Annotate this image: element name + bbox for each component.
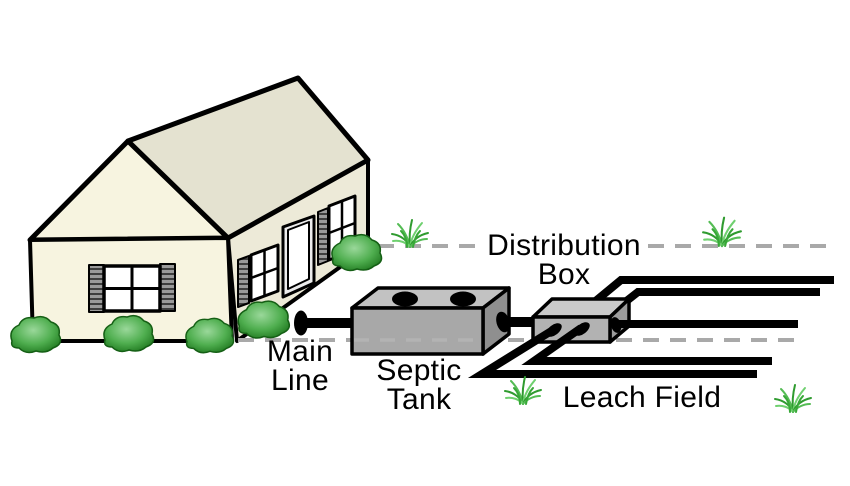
septic-tank-label: Septic Tank: [359, 354, 479, 416]
main-line-label: Main Line: [240, 335, 360, 397]
tank-manhole-opening: [392, 291, 418, 307]
front-door: [281, 214, 316, 299]
window-shutter-icon: [317, 207, 329, 266]
septic-tank-label-line2: Tank: [386, 383, 452, 416]
distribution-box-label-line1: Distribution: [482, 231, 646, 261]
leach-lateral-pipe-1: [589, 276, 834, 308]
house: [27, 75, 371, 343]
leach-field-label-text: Leach Field: [562, 381, 722, 414]
leach-lateral-pipe-5: [467, 326, 757, 378]
main-line-label-line1: Main: [266, 335, 334, 368]
box-outlet-port: [610, 317, 622, 333]
tank-manhole-opening: [450, 291, 476, 307]
grass-icon: [774, 384, 812, 413]
window-mullion: [328, 221, 356, 235]
tank-outlet-port: [496, 311, 510, 333]
leach-field-label: Leach Field: [532, 381, 752, 414]
distribution-box-label: Distribution Box: [464, 231, 664, 291]
leach-lateral-pipe-4: [521, 324, 772, 365]
distribution-box-label-line2: Box: [537, 258, 591, 291]
door-panel: [287, 221, 310, 290]
window-mullion: [250, 266, 279, 280]
box-outlet-port: [546, 323, 562, 337]
bush-icon: [10, 315, 62, 354]
house-roof: [125, 75, 371, 241]
main-line-label-line2: Line: [271, 364, 329, 397]
pipe-end-cap: [294, 310, 308, 336]
grass-icon: [391, 219, 429, 248]
leach-lateral-pipe-2: [603, 288, 820, 321]
grass-icon: [702, 216, 742, 248]
tank-front-face: [350, 306, 485, 356]
box-outlet-port: [574, 322, 590, 336]
leach-lateral-pipes-lower: [467, 320, 798, 378]
main-line-pipe: [294, 310, 358, 336]
side-window-1: [237, 243, 280, 308]
window-shutter-icon: [88, 264, 105, 313]
septic-tank-label-line1: Septic: [376, 354, 462, 387]
septic-tank: [350, 286, 511, 356]
front-window: [88, 263, 176, 313]
window-shutter-icon: [237, 255, 250, 308]
window-shutter-icon: [159, 263, 176, 312]
distribution-box-ports: [546, 317, 622, 337]
